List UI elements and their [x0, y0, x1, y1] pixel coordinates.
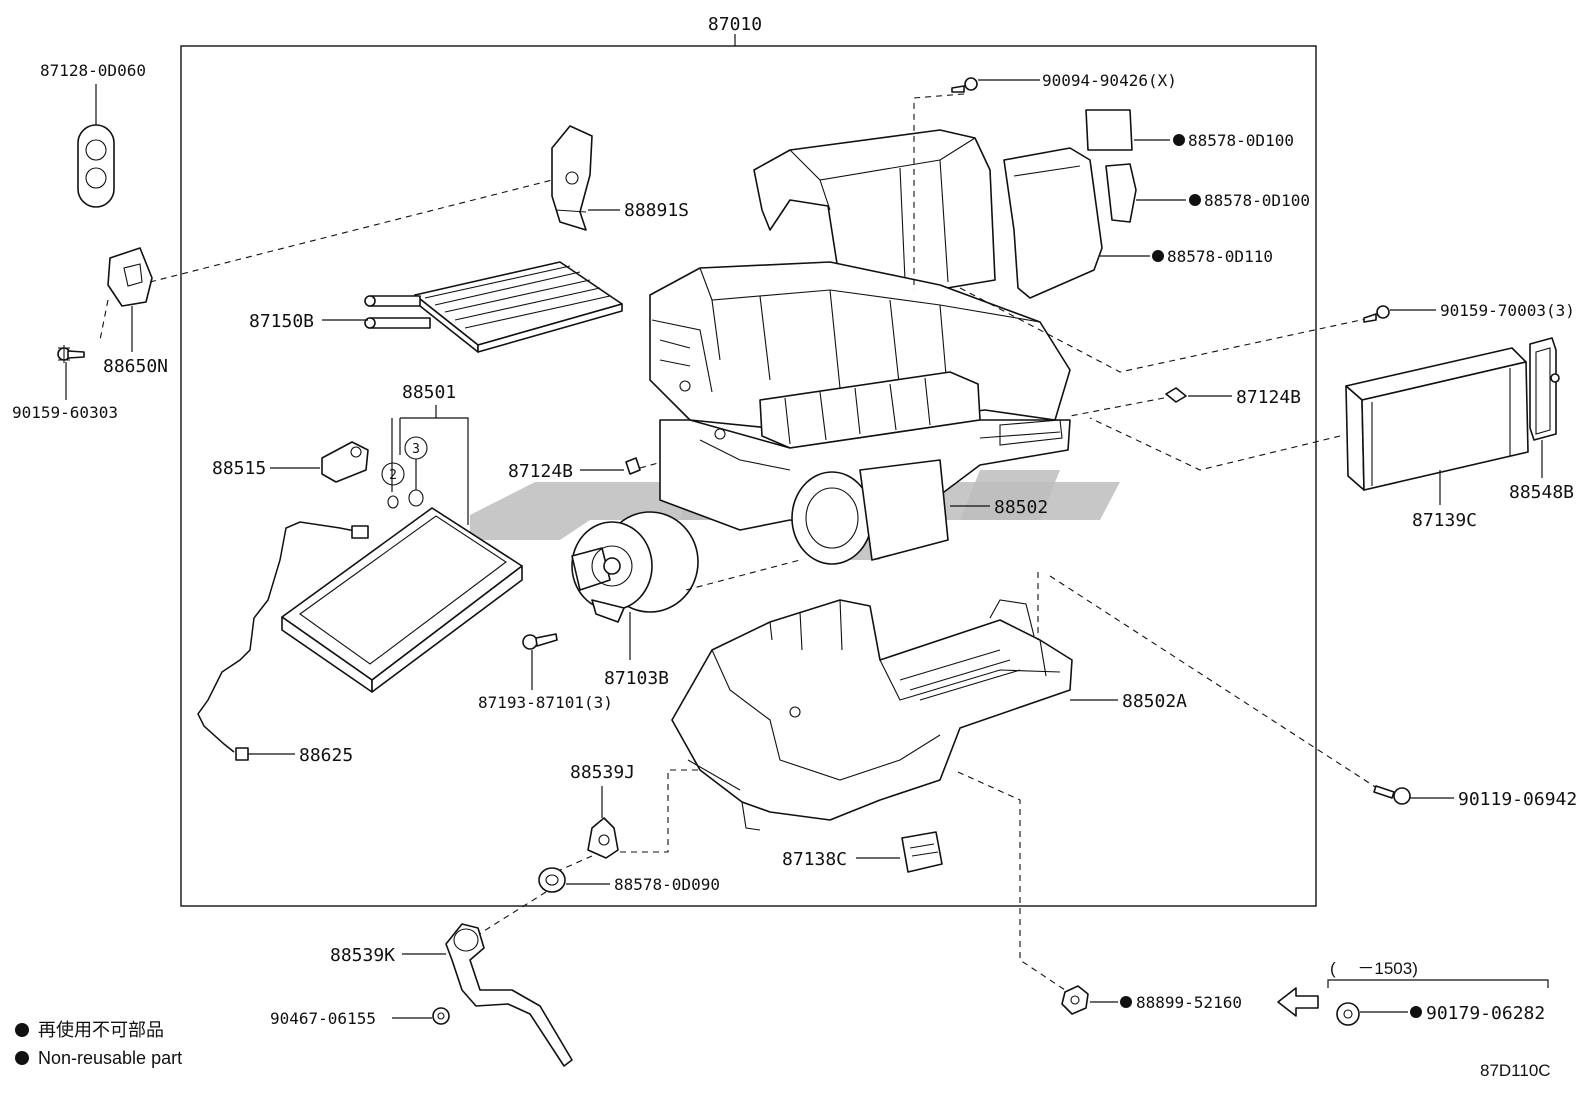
part-88578-0D110-seal[interactable] [1003, 147, 1103, 299]
part-88539K-drain-hose[interactable] [445, 923, 573, 1067]
part-88899-52160-nut[interactable] [1061, 985, 1089, 1015]
part-88539J-drain[interactable] [587, 817, 619, 859]
label-88502: 88502 [994, 497, 1048, 518]
part-88548B-filter-cover[interactable] [1529, 337, 1560, 441]
part-88650N-sensor[interactable] [107, 247, 153, 307]
legend-dot-icon [15, 1051, 29, 1065]
label-88625: 88625 [299, 745, 353, 766]
label-88650N: 88650N [103, 356, 168, 377]
part-90159-60303-screw[interactable] [57, 345, 85, 363]
part-88578-0D100-seal-a[interactable] [1085, 109, 1133, 151]
label-87139C: 87139C [1412, 510, 1477, 531]
label-90159-60303: 90159-60303 [12, 403, 118, 422]
part-90159-70003-screw[interactable] [1363, 305, 1390, 323]
part-87103B-blower-motor[interactable] [571, 511, 699, 623]
legend-english: Non-reusable part [38, 1048, 182, 1068]
label-87124B-left: 87124B [508, 461, 573, 482]
label-87010: 87010 [708, 14, 762, 35]
label-87124B-right: 87124B [1236, 387, 1301, 408]
assembly-frame [180, 45, 1317, 907]
label-87150B: 87150B [249, 311, 314, 332]
part-87124B-clip-right[interactable] [1165, 387, 1187, 403]
nonreusable-dot [1120, 996, 1132, 1008]
label-88548B: 88548B [1509, 482, 1574, 503]
label-88578-0D110: 88578-0D110 [1167, 247, 1273, 266]
nonreusable-dot [1189, 194, 1201, 206]
part-88578-0D090-grommet[interactable] [538, 867, 566, 893]
label-88578-0D090: 88578-0D090 [614, 875, 720, 894]
part-87128-grommet[interactable] [77, 124, 115, 208]
part-87150B-heater-core[interactable] [364, 261, 623, 353]
part-87193-screw[interactable] [522, 633, 558, 650]
date-range-label: ( －1503) [1330, 959, 1418, 978]
legend-chinese: 再使用不可部品 [38, 1020, 164, 1040]
part-90467-06155-clip[interactable] [432, 1007, 450, 1025]
label-90159-70003: 90159-70003(3) [1440, 301, 1575, 320]
label-88578-0D100-a: 88578-0D100 [1188, 131, 1294, 150]
label-88891S: 88891S [624, 200, 689, 221]
part-88501-evaporator[interactable] [281, 507, 523, 693]
label-87193-87101: 87193-87101(3) [478, 693, 613, 712]
label-88578-0D100-b: 88578-0D100 [1204, 191, 1310, 210]
label-90179-06282: 90179-06282 [1426, 1003, 1545, 1024]
part-88515-connector[interactable] [321, 441, 369, 483]
part-87124B-clip-left[interactable] [625, 457, 641, 475]
label-88539J: 88539J [570, 762, 635, 783]
nonreusable-dot [1173, 134, 1185, 146]
part-90094-screw[interactable] [951, 77, 978, 93]
callout-2: 2 [381, 462, 405, 509]
part-88502-hvac-housing[interactable] [649, 129, 1071, 565]
label-87138C: 87138C [782, 849, 847, 870]
diagram-code: 87D110C [1480, 1061, 1551, 1080]
label-88899-52160: 88899-52160 [1136, 993, 1242, 1012]
nonreusable-dot [1152, 250, 1164, 262]
label-88502A: 88502A [1122, 691, 1187, 712]
label-88539K: 88539K [330, 945, 395, 966]
label-87103B: 87103B [604, 668, 669, 689]
replacement-arrow-icon [1277, 987, 1319, 1017]
nonreusable-dot [1410, 1006, 1422, 1018]
part-90179-06282-nut[interactable] [1336, 1002, 1360, 1026]
part-88625-thermistor[interactable] [197, 521, 369, 761]
label-87128-0D060: 87128-0D060 [40, 61, 146, 80]
part-87139C-air-filter[interactable] [1345, 347, 1529, 491]
legend-dot-icon [15, 1023, 29, 1037]
part-87138C-connector[interactable] [901, 831, 943, 873]
part-88502A-lower-housing[interactable] [671, 599, 1073, 831]
label-90094-90426: 90094-90426(X) [1042, 71, 1177, 90]
part-88891S-bracket[interactable] [551, 125, 593, 231]
label-90467-06155: 90467-06155 [270, 1009, 376, 1028]
part-88578-0D100-seal-b[interactable] [1105, 163, 1137, 223]
svg-text:2: 2 [389, 468, 397, 483]
part-90119-06942-screw[interactable] [1373, 785, 1411, 805]
svg-text:3: 3 [412, 442, 420, 457]
label-90119-06942: 90119-06942 [1458, 789, 1577, 810]
label-88501: 88501 [402, 382, 456, 403]
label-88515: 88515 [212, 458, 266, 479]
